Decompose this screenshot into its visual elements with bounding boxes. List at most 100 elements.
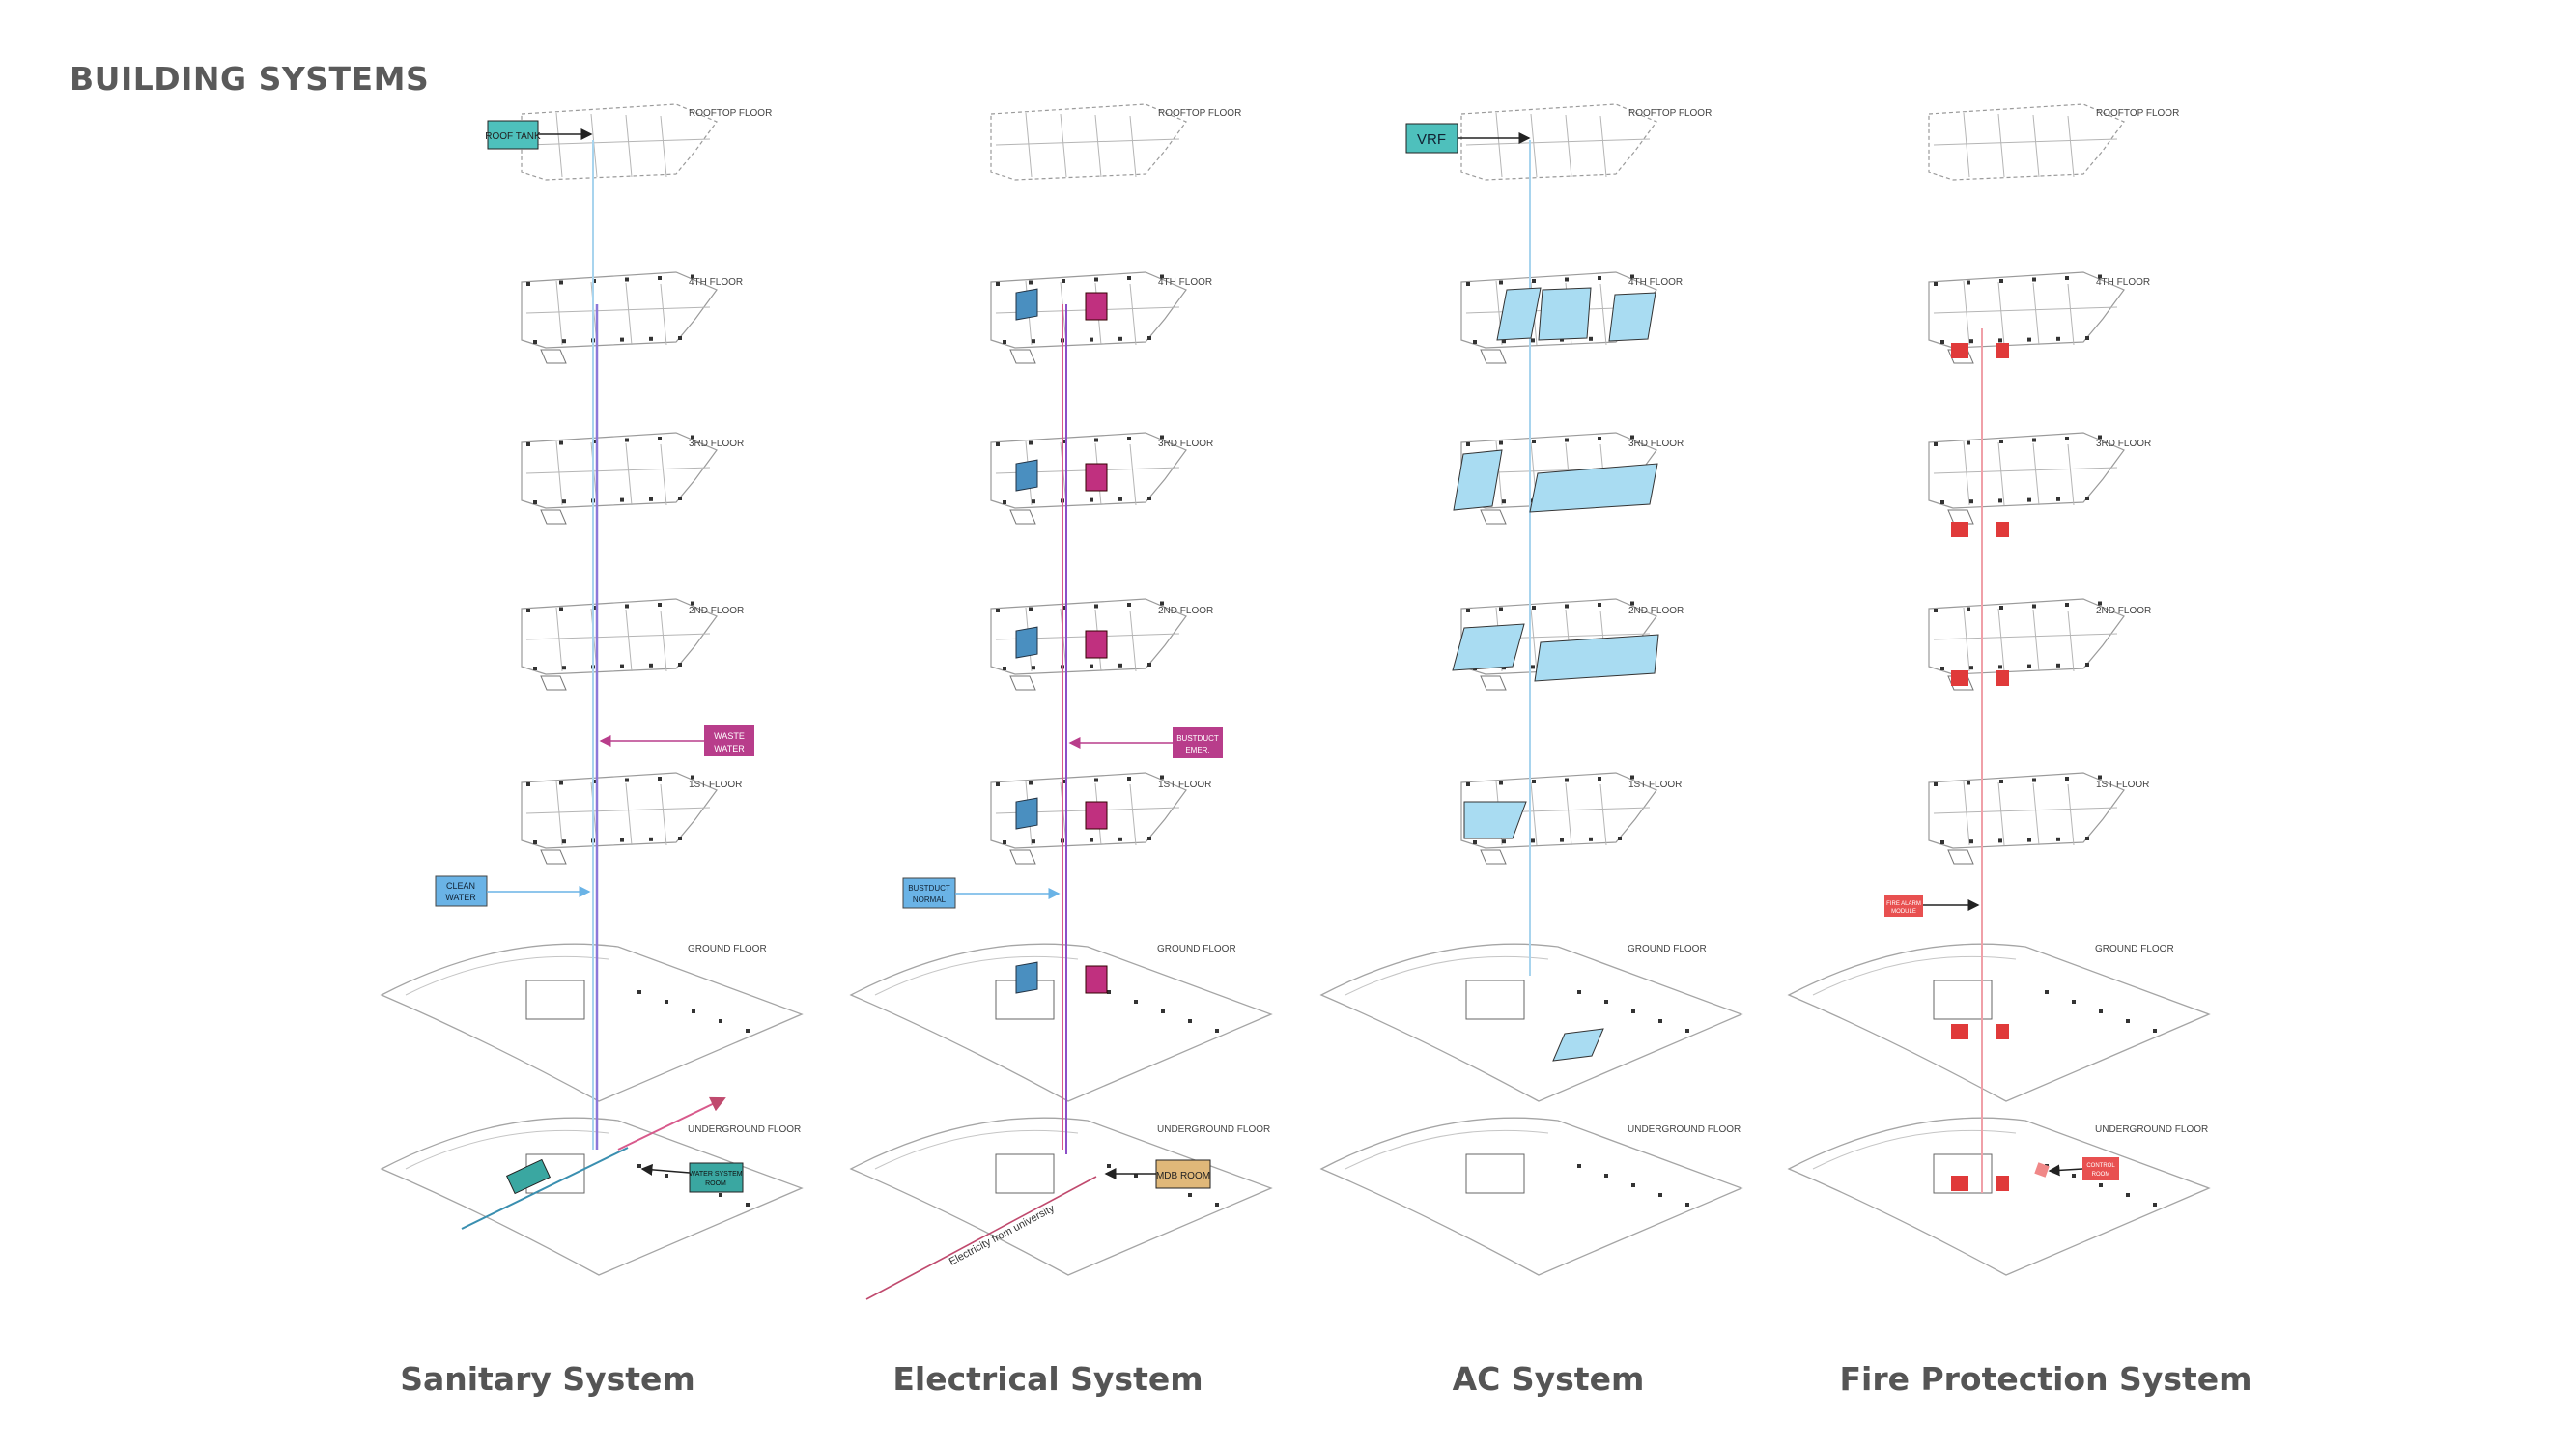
floor-grid-line xyxy=(555,781,563,846)
structural-column xyxy=(2098,601,2102,606)
floor-2nd: 2ND FLOOR xyxy=(1928,598,2151,691)
fire-hose-cabinet-icon xyxy=(1951,522,1968,537)
floor-label: 4TH FLOOR xyxy=(689,277,743,288)
fire-alarm-module-callout-box xyxy=(1884,895,1923,917)
structural-column xyxy=(1107,990,1111,994)
floor-grid-line xyxy=(2067,610,2075,672)
floor-plate-outline xyxy=(1787,1117,2211,1276)
floor-grid-line xyxy=(1025,112,1033,178)
structural-column xyxy=(2027,497,2031,502)
structural-column xyxy=(1003,340,1006,344)
structural-column xyxy=(1565,277,1569,282)
floor-grid-line xyxy=(1963,280,1970,346)
ac-zone xyxy=(1452,623,1525,671)
structural-column xyxy=(1565,438,1569,442)
structural-column xyxy=(1967,440,1970,445)
structural-column xyxy=(1598,777,1601,781)
floor-plate-outline xyxy=(1460,772,1657,849)
stair-outline xyxy=(1009,849,1036,865)
clean-water-callout-box xyxy=(435,875,488,907)
structural-column xyxy=(1934,442,1938,446)
structural-column xyxy=(1127,437,1131,440)
structural-column xyxy=(2153,1029,2157,1033)
structural-column xyxy=(1466,282,1470,286)
structural-column xyxy=(1532,279,1536,283)
core-outline xyxy=(1933,1153,1993,1194)
structural-column xyxy=(1577,1164,1581,1168)
stair-outline xyxy=(1480,509,1507,525)
structural-column xyxy=(637,1164,641,1168)
floor-grid-line xyxy=(625,442,633,506)
structural-column xyxy=(1118,336,1122,341)
structural-column xyxy=(1502,666,1506,670)
structural-column xyxy=(2099,1009,2103,1013)
floor-grid-line xyxy=(1345,955,1549,996)
structural-column xyxy=(1160,601,1164,606)
floor-grid-line xyxy=(1812,1129,2017,1170)
structural-column xyxy=(1094,778,1098,782)
structural-column xyxy=(1998,498,2002,503)
structural-column xyxy=(1003,500,1006,504)
vrf-callout-box xyxy=(1405,123,1458,154)
stair-outline xyxy=(1009,675,1036,691)
floor-grid-line xyxy=(405,955,609,996)
distribution-panel-normal xyxy=(1015,626,1038,659)
control-room-callout-label-2: ROOM xyxy=(2092,1172,2110,1178)
control-room-callout-label: CONTROL xyxy=(2086,1163,2115,1169)
floor-underground: UNDERGROUND FLOOR xyxy=(380,1117,804,1276)
structural-column xyxy=(1134,1174,1138,1178)
floor-ground: GROUND FLOOR xyxy=(1319,943,1743,1102)
floor-grid-line xyxy=(1997,113,2005,178)
structural-column xyxy=(620,497,624,502)
structural-column xyxy=(2126,1019,2130,1023)
floor-grid-line xyxy=(1963,112,1970,178)
structural-column xyxy=(1589,837,1593,841)
structural-column xyxy=(2032,604,2036,609)
busduct-emergency-callout-box xyxy=(1173,727,1223,758)
fire-extinguisher-icon xyxy=(1996,522,2009,537)
floor-grid-line xyxy=(1060,113,1067,178)
structural-column xyxy=(1094,604,1098,609)
mdb-room-callout-label: MDB ROOM xyxy=(1156,1171,1210,1181)
structural-column xyxy=(1598,437,1601,440)
stair-outline xyxy=(1480,675,1507,691)
floor-label: 4TH FLOOR xyxy=(1628,277,1683,288)
floor-grid-line xyxy=(1599,783,1607,846)
structural-column xyxy=(2056,497,2060,501)
floor-ground: GROUND FLOOR xyxy=(380,943,804,1102)
structural-column xyxy=(649,497,653,501)
structural-column xyxy=(559,781,563,785)
structural-column xyxy=(1532,606,1536,610)
structural-column xyxy=(1658,1193,1662,1197)
fire-extinguisher-icon xyxy=(1996,1024,2009,1039)
structural-column xyxy=(562,666,566,670)
structural-column xyxy=(1134,1000,1138,1004)
structural-column xyxy=(620,337,624,342)
ac-zone xyxy=(1534,634,1659,682)
structural-column xyxy=(1188,1193,1192,1197)
floor-grid-line xyxy=(555,440,563,506)
caption-fire-protection-system: Fire Protection System xyxy=(1839,1360,2252,1398)
waste-water-callout-label-2: WATER xyxy=(714,744,745,753)
floor-underground: UNDERGROUND FLOOR xyxy=(1787,1117,2211,1276)
structural-column xyxy=(1118,497,1122,501)
floor-grid-line xyxy=(1963,607,1970,672)
structural-column xyxy=(1999,440,2003,443)
floor-grid-line xyxy=(1565,782,1572,846)
structural-column xyxy=(996,282,1000,286)
structural-column xyxy=(1127,777,1131,781)
structural-column xyxy=(625,778,629,782)
floor-grid-line xyxy=(1129,283,1137,346)
structural-column xyxy=(649,336,653,341)
floor-grid-line xyxy=(1565,114,1572,178)
structural-column xyxy=(996,609,1000,612)
ac-zone xyxy=(1529,463,1658,513)
caption-electrical-system: Electrical System xyxy=(892,1360,1203,1398)
floor-grid-line xyxy=(1530,781,1538,846)
septic-tank-shape xyxy=(505,1158,552,1195)
floor-grid-line xyxy=(525,467,711,474)
floor-label: ROOFTOP FLOOR xyxy=(1628,108,1712,119)
structural-column xyxy=(691,601,694,606)
structural-column xyxy=(1090,337,1093,342)
distribution-panel-emergency xyxy=(1085,292,1108,321)
